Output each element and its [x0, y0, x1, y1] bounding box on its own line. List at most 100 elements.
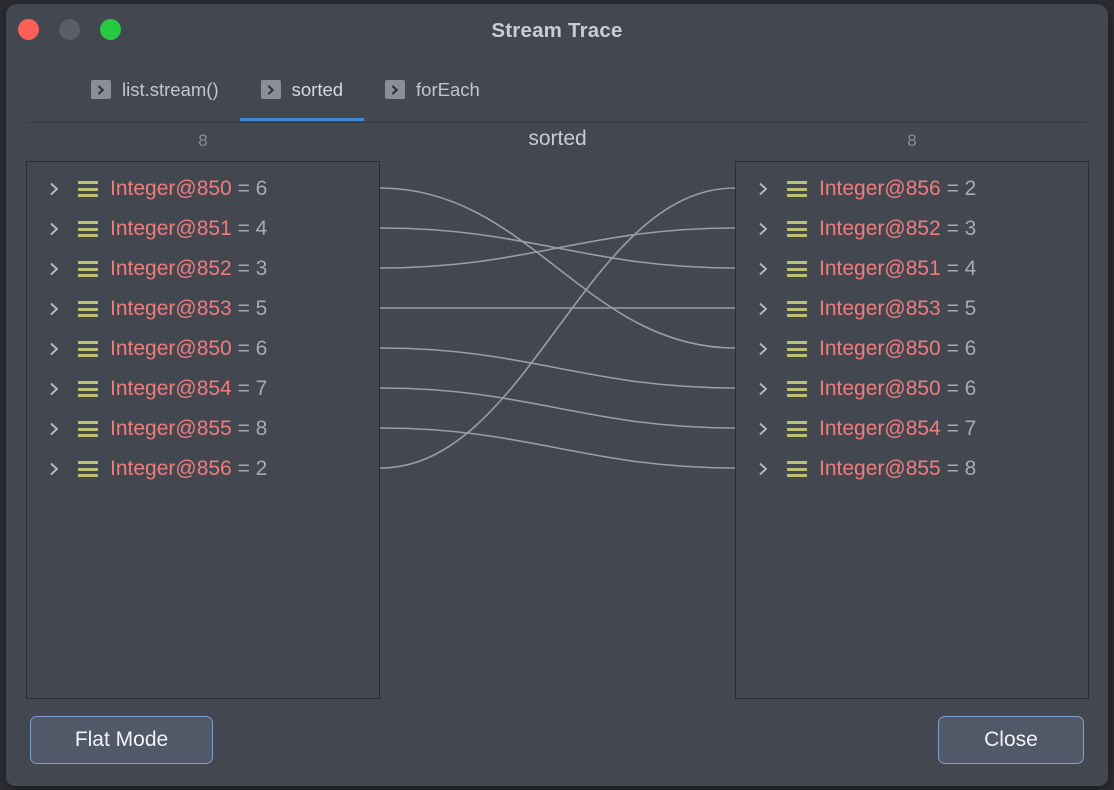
list-item[interactable]: Integer@851 = 4	[736, 249, 1088, 289]
minimize-window-button[interactable]	[59, 19, 80, 40]
list-item-label: Integer@852 = 3	[110, 257, 267, 281]
list-item-label: Integer@855 = 8	[819, 457, 976, 481]
after-count-label: 8	[907, 131, 917, 150]
connector-line	[379, 427, 736, 469]
integer-value-icon	[78, 301, 98, 317]
object-reference: Integer@855	[819, 457, 941, 480]
object-reference: Integer@852	[819, 217, 941, 240]
object-reference: Integer@856	[819, 177, 941, 200]
expand-chevron-icon[interactable]	[39, 421, 69, 437]
expand-chevron-icon[interactable]	[748, 381, 778, 397]
object-value: 5	[964, 297, 977, 320]
integer-value-icon	[787, 341, 807, 357]
list-item[interactable]: Integer@850 = 6	[736, 329, 1088, 369]
list-item-label: Integer@856 = 2	[110, 457, 267, 481]
tab-foreach[interactable]: forEach	[364, 58, 501, 121]
close-button[interactable]: Close	[938, 716, 1084, 764]
list-item[interactable]: Integer@855 = 8	[27, 409, 379, 449]
list-item[interactable]: Integer@854 = 7	[736, 409, 1088, 449]
list-item[interactable]: Integer@853 = 5	[27, 289, 379, 329]
equals-sign: =	[231, 417, 256, 440]
object-value: 2	[964, 177, 977, 200]
expand-chevron-icon[interactable]	[748, 461, 778, 477]
object-value: 8	[255, 417, 268, 440]
list-item[interactable]: Integer@852 = 3	[27, 249, 379, 289]
expand-chevron-icon[interactable]	[748, 301, 778, 317]
object-reference: Integer@850	[110, 177, 232, 200]
list-item-label: Integer@850 = 6	[110, 337, 267, 361]
list-item-label: Integer@853 = 5	[110, 297, 267, 321]
list-item-label: Integer@855 = 8	[110, 417, 267, 441]
integer-value-icon	[78, 261, 98, 277]
window-title: Stream Trace	[491, 19, 623, 42]
flat-mode-button[interactable]: Flat Mode	[30, 716, 213, 764]
list-item-label: Integer@856 = 2	[819, 177, 976, 201]
expand-chevron-icon[interactable]	[748, 221, 778, 237]
list-item-label: Integer@850 = 6	[819, 337, 976, 361]
list-item[interactable]: Integer@856 = 2	[736, 169, 1088, 209]
list-item-label: Integer@850 = 6	[819, 377, 976, 401]
expand-chevron-icon[interactable]	[39, 461, 69, 477]
object-value: 2	[255, 457, 268, 480]
stream-trace-window: Stream Trace list.stream() sorted	[6, 4, 1108, 786]
object-value: 7	[964, 417, 977, 440]
expand-chevron-icon[interactable]	[39, 221, 69, 237]
object-value: 8	[964, 457, 977, 480]
integer-value-icon	[787, 301, 807, 317]
list-item[interactable]: Integer@856 = 2	[27, 449, 379, 489]
integer-value-icon	[78, 381, 98, 397]
object-value: 4	[255, 217, 268, 240]
expand-chevron-icon[interactable]	[39, 341, 69, 357]
before-count-label: 8	[198, 131, 208, 150]
equals-sign: =	[231, 177, 256, 200]
list-item-label: Integer@851 = 4	[819, 257, 976, 281]
list-item[interactable]: Integer@853 = 5	[736, 289, 1088, 329]
tab-list-stream[interactable]: list.stream()	[70, 58, 240, 121]
object-value: 6	[964, 337, 977, 360]
equals-sign: =	[231, 257, 256, 280]
traffic-light-group	[18, 19, 121, 40]
expand-chevron-icon[interactable]	[39, 381, 69, 397]
integer-value-icon	[78, 341, 98, 357]
tab-label: sorted	[291, 78, 344, 100]
object-value: 3	[964, 217, 977, 240]
tab-sorted[interactable]: sorted	[239, 58, 365, 121]
list-item[interactable]: Integer@852 = 3	[736, 209, 1088, 249]
maximize-window-button[interactable]	[100, 19, 121, 40]
expand-chevron-icon[interactable]	[748, 341, 778, 357]
before-values-panel[interactable]: Integer@850 = 6 Integer@851 = 4 Integer@85…	[26, 161, 380, 699]
object-reference: Integer@851	[819, 257, 941, 280]
footer-bar: Flat Mode Close	[6, 700, 1108, 786]
integer-value-icon	[787, 421, 807, 437]
list-item[interactable]: Integer@850 = 6	[27, 329, 379, 369]
list-item[interactable]: Integer@850 = 6	[27, 169, 379, 209]
list-item-label: Integer@852 = 3	[819, 217, 976, 241]
object-reference: Integer@850	[819, 377, 941, 400]
expand-chevron-icon[interactable]	[39, 181, 69, 197]
expand-chevron-icon[interactable]	[39, 301, 69, 317]
connector-line	[379, 227, 736, 269]
list-item[interactable]: Integer@855 = 8	[736, 449, 1088, 489]
integer-value-icon	[78, 461, 98, 477]
close-window-button[interactable]	[18, 19, 39, 40]
equals-sign: =	[940, 377, 965, 400]
list-item-label: Integer@851 = 4	[110, 217, 267, 241]
tab-label: forEach	[416, 78, 480, 100]
equals-sign: =	[231, 377, 256, 400]
equals-sign: =	[231, 217, 256, 240]
chevron-right-box-icon	[260, 80, 281, 99]
tab-list: list.stream() sorted forEach	[70, 58, 501, 121]
list-item[interactable]: Integer@854 = 7	[27, 369, 379, 409]
expand-chevron-icon[interactable]	[748, 181, 778, 197]
equals-sign: =	[940, 457, 965, 480]
expand-chevron-icon[interactable]	[39, 261, 69, 277]
connector-line	[379, 227, 736, 269]
expand-chevron-icon[interactable]	[748, 261, 778, 277]
expand-chevron-icon[interactable]	[748, 421, 778, 437]
integer-value-icon	[787, 181, 807, 197]
list-item[interactable]: Integer@850 = 6	[736, 369, 1088, 409]
list-item[interactable]: Integer@851 = 4	[27, 209, 379, 249]
object-reference: Integer@854	[110, 377, 232, 400]
